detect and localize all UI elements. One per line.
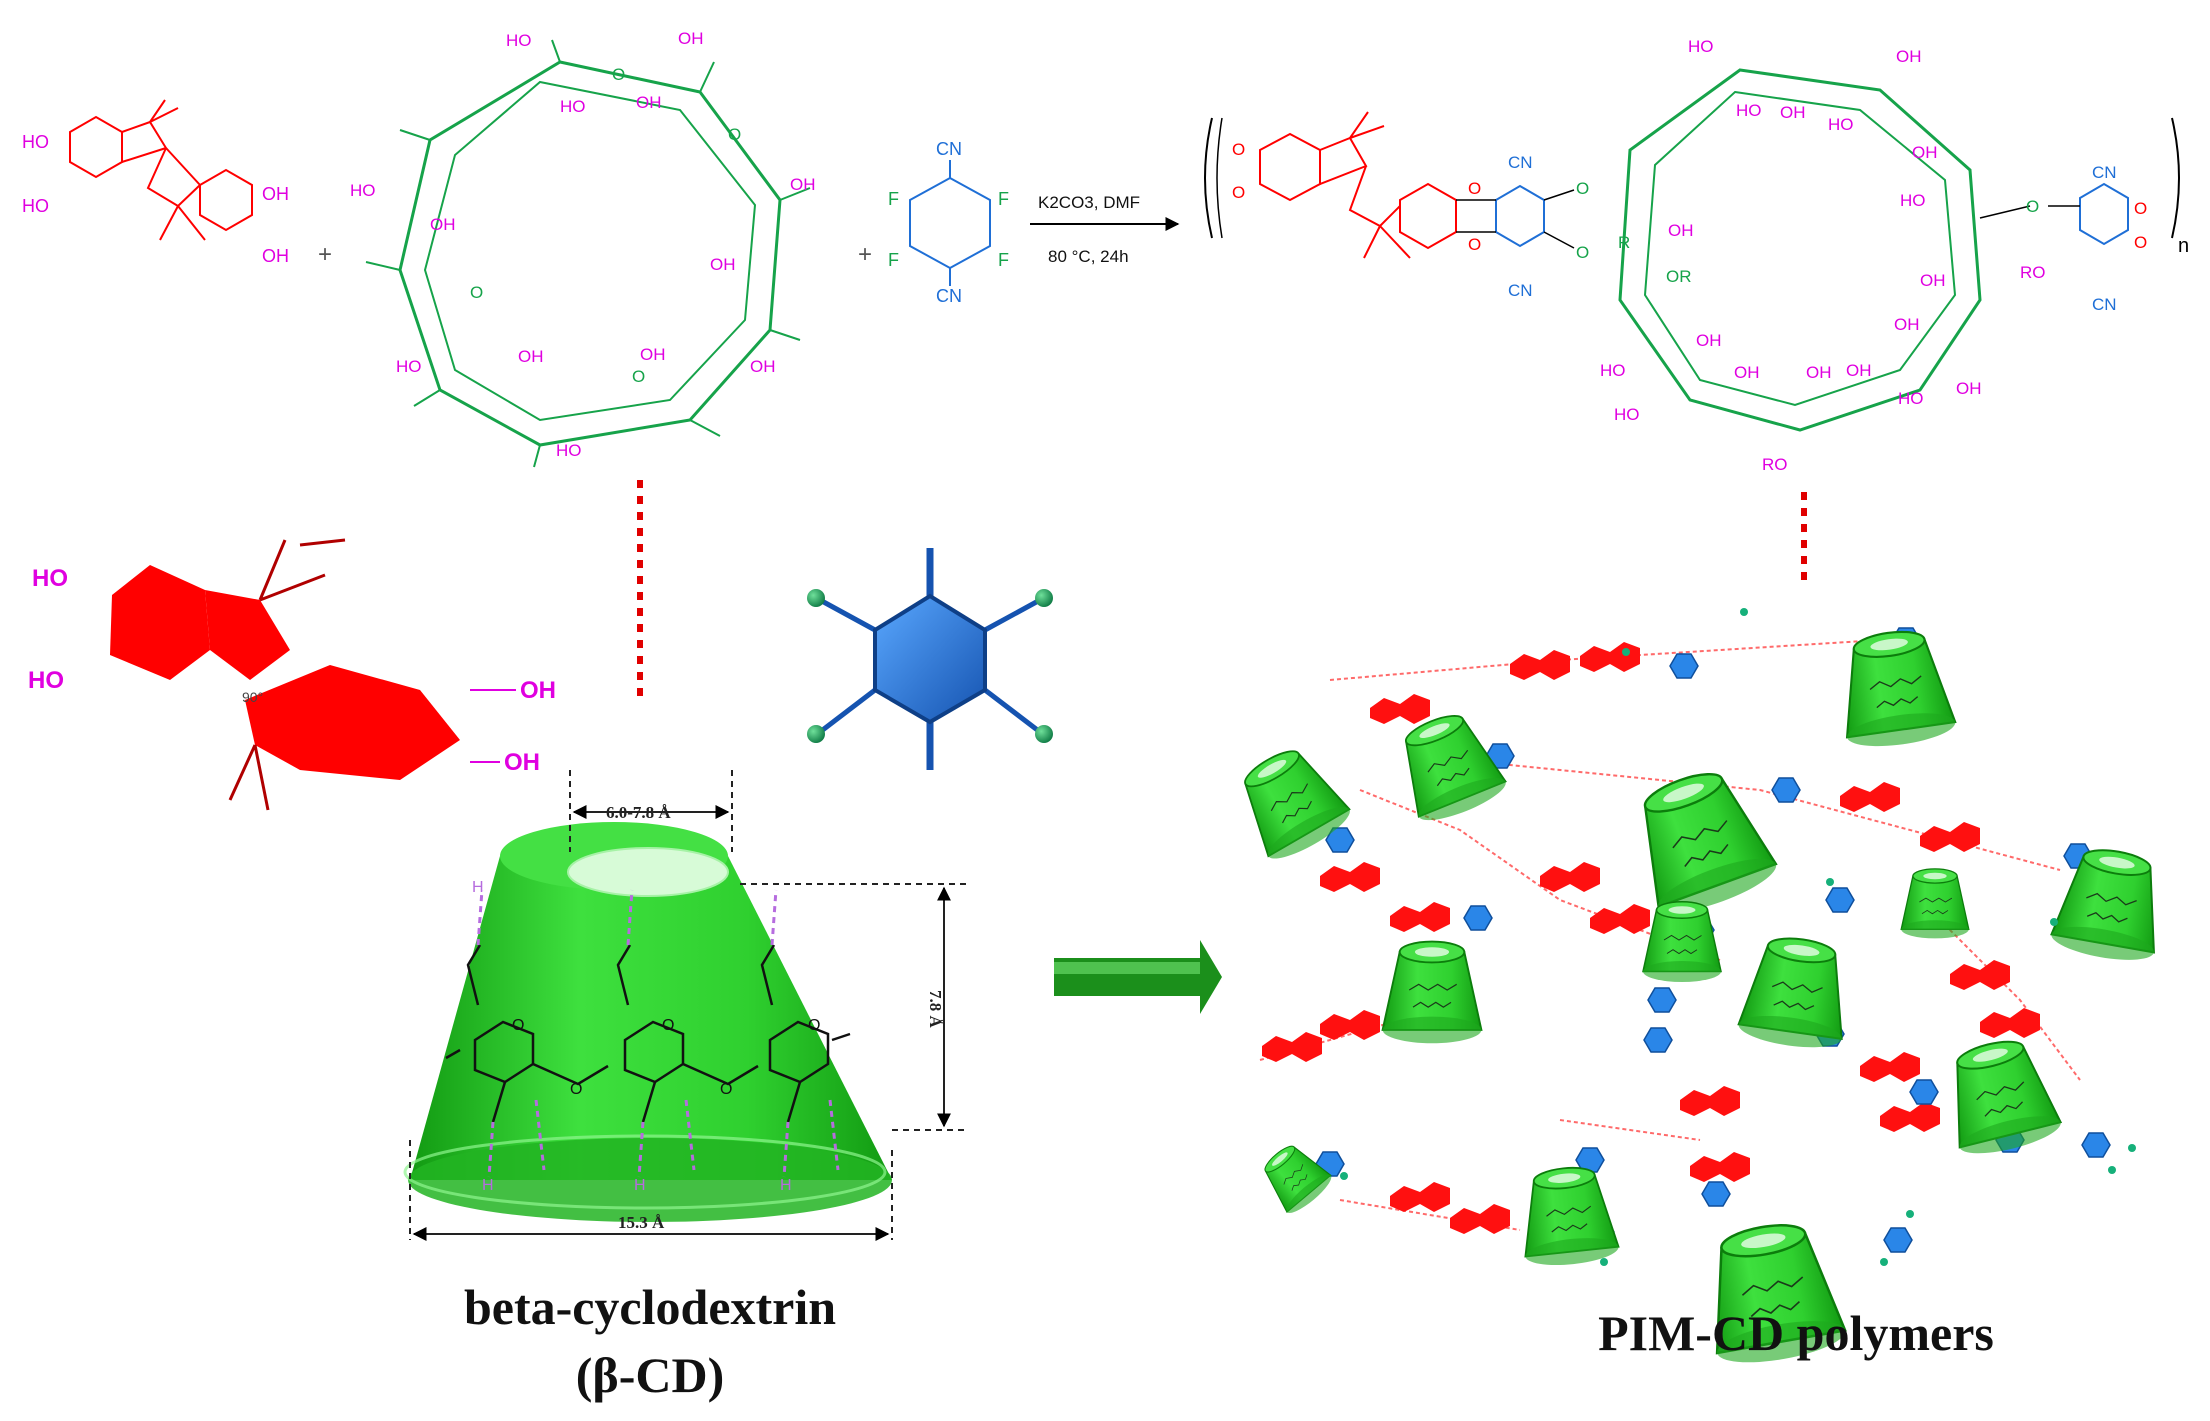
tetrafluoroterephthalonitrile-monomer: CN CN F F F F — [888, 139, 1009, 306]
hydroxyl-h-label: H — [482, 1177, 494, 1194]
ho-label: HO — [560, 97, 586, 116]
f-label: F — [998, 189, 1009, 209]
ho-label: HO — [396, 357, 422, 376]
ho-label: HO — [28, 667, 64, 694]
reagent-text: K2CO3, DMF — [1038, 193, 1140, 212]
oh-label: OH — [750, 357, 776, 376]
ho-label: HO — [1688, 37, 1714, 56]
oh-label: OH — [678, 29, 704, 48]
pim-cd-product-structure: O O O O CN CN O O R HO OH HO OH HO OH HO… — [1204, 37, 2189, 474]
hydroxyl-h-label: H — [634, 1177, 646, 1194]
oh-label: OH — [1696, 331, 1722, 350]
cn-label: CN — [1508, 153, 1533, 172]
ho-label: HO — [22, 132, 49, 152]
tfn-3d-model — [807, 548, 1053, 770]
oh-label: OH — [1956, 379, 1982, 398]
cn-label: CN — [1508, 281, 1533, 300]
caption-pim-cd: PIM-CD polymers — [1598, 1305, 1994, 1361]
oh-label: OH — [430, 215, 456, 234]
o-label: O — [1576, 243, 1589, 262]
plus-sign: + — [858, 241, 872, 268]
f-label: F — [998, 250, 1009, 270]
ro-label: RO — [2020, 263, 2046, 282]
oh-label: OH — [1846, 361, 1872, 380]
beta-cyclodextrin-structure: HO OH HO OH HO OH OH OH HO OH OH OH HO O… — [350, 29, 816, 468]
or-label: OR — [1666, 267, 1692, 286]
oh-label: OH — [1780, 103, 1806, 122]
o-label: O — [808, 1017, 820, 1034]
oh-label: OH — [504, 749, 540, 776]
ho-label: HO — [556, 441, 582, 460]
o-label: O — [632, 367, 645, 386]
beta-cd-cone-model: H H H H O O O O O — [403, 822, 892, 1222]
cn-label: CN — [936, 139, 962, 159]
o-label: O — [720, 1081, 732, 1098]
o-label: O — [2134, 199, 2147, 218]
oh-label: OH — [636, 93, 662, 112]
o-label: O — [2134, 233, 2147, 252]
cn-label: CN — [2092, 295, 2117, 314]
o-label: O — [1232, 140, 1245, 159]
ho-label: HO — [1900, 191, 1926, 210]
oh-label: OH — [1894, 315, 1920, 334]
oh-label: OH — [640, 345, 666, 364]
caption-beta-cd: beta-cyclodextrin — [464, 1279, 836, 1335]
hydroxyl-h-label: H — [472, 879, 484, 896]
oh-label: OH — [520, 677, 556, 704]
oh-label: OH — [1668, 221, 1694, 240]
ho-label: HO — [350, 181, 376, 200]
reaction-arrow: K2CO3, DMF 80 °C, 24h — [1030, 193, 1180, 266]
ho-label: HO — [1736, 101, 1762, 120]
cone-height-label: 7.8 Å — [926, 990, 945, 1029]
ho-label: HO — [1600, 361, 1626, 380]
f-label: F — [888, 250, 899, 270]
oh-label: OH — [518, 347, 544, 366]
o-label: O — [662, 1017, 674, 1034]
o-label: O — [1468, 235, 1481, 254]
cn-label: CN — [2092, 163, 2117, 182]
ho-label: HO — [1898, 389, 1924, 408]
caption-beta-cd-abbrev: (β-CD) — [576, 1347, 725, 1403]
plus-sign: + — [318, 241, 332, 268]
f-label: F — [888, 189, 899, 209]
spiro-3d-model: HO HO OH OH 90° — [28, 538, 556, 811]
o-label: O — [728, 125, 741, 144]
cone-dimensions — [409, 770, 966, 1241]
pim-cd-network — [1225, 608, 2172, 1372]
o-label: O — [1232, 183, 1245, 202]
spiro-angle-label: 90° — [242, 689, 263, 705]
ro-label: RO — [1762, 455, 1788, 474]
cn-label: CN — [936, 286, 962, 306]
conditions-text: 80 °C, 24h — [1048, 247, 1129, 266]
repeat-index: n — [2178, 235, 2189, 257]
oh-label: OH — [262, 184, 289, 204]
o-label: O — [612, 65, 625, 84]
transformation-arrow — [1054, 940, 1222, 1014]
o-label: O — [1468, 179, 1481, 198]
o-label: O — [2026, 197, 2039, 216]
oh-label: OH — [710, 255, 736, 274]
ho-label: HO — [1614, 405, 1640, 424]
o-label: O — [512, 1017, 524, 1034]
ho-label: HO — [22, 196, 49, 216]
oh-label: OH — [1896, 47, 1922, 66]
spirobisindane-monomer: HO HO OH OH — [22, 99, 289, 266]
o-label: O — [1576, 179, 1589, 198]
cone-bottom-width-label: 15.3 Å — [618, 1213, 665, 1232]
oh-label: OH — [262, 246, 289, 266]
oh-label: OH — [1806, 363, 1832, 382]
oh-label: OH — [1920, 271, 1946, 290]
oh-label: OH — [1912, 143, 1938, 162]
o-label: O — [470, 283, 483, 302]
oh-label: OH — [790, 175, 816, 194]
o-label: O — [570, 1081, 582, 1098]
ho-label: HO — [506, 31, 532, 50]
oh-label: OH — [1734, 363, 1760, 382]
cone-top-width-label: 6.0-7.8 Å — [606, 803, 671, 822]
ho-label: HO — [32, 565, 68, 592]
hydroxyl-h-label: H — [780, 1177, 792, 1194]
ho-label: HO — [1828, 115, 1854, 134]
